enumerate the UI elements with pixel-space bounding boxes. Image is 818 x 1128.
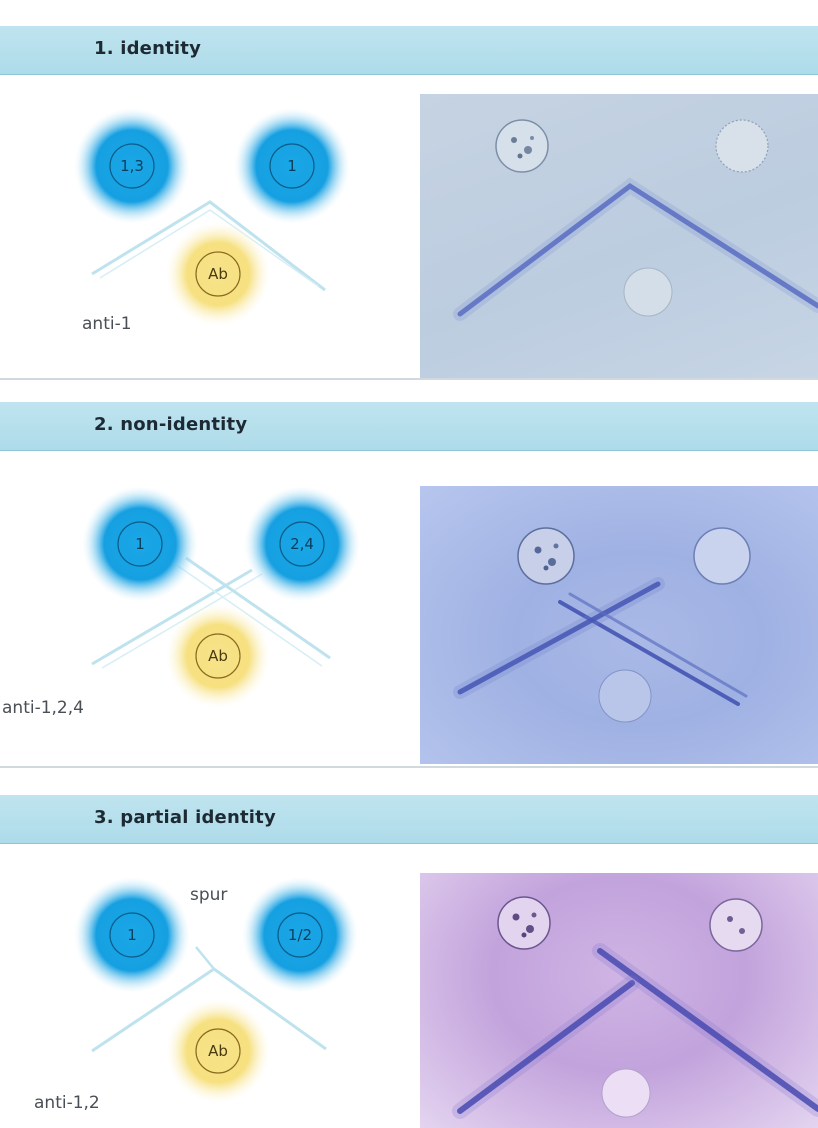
well-label: Ab — [208, 647, 228, 665]
panel-identity: 1. identity — [0, 0, 818, 380]
well-label: 1,3 — [120, 157, 144, 175]
well-label: 1 — [287, 157, 297, 175]
well-label: Ab — [208, 265, 228, 283]
antibody-label: anti-1,2,4 — [2, 698, 84, 718]
well-label: Ab — [208, 1042, 228, 1060]
spur-label: spur — [190, 885, 227, 905]
immunodiffusion-photo — [420, 486, 818, 764]
antigen-well-right: 1 — [234, 108, 350, 224]
divider — [0, 378, 818, 380]
panel-title: 1. identity — [94, 38, 201, 59]
antibody-well: Ab — [166, 999, 270, 1103]
antibody-label: anti-1,2 — [34, 1093, 100, 1113]
immunodiffusion-photo — [420, 94, 818, 380]
diffusion-schematic: 1 2,4 Ab anti-1,2,4 — [0, 482, 410, 768]
panel-header: 1. identity — [0, 26, 818, 75]
antibody-well: Ab — [166, 222, 270, 326]
diffusion-schematic: 1,3 1 Ab anti-1 — [0, 94, 410, 380]
panel-partial-identity: 3. partial identity 1 — [0, 777, 818, 1128]
antigen-well-left: 1,3 — [74, 108, 190, 224]
well-label: 1 — [127, 926, 137, 944]
spur-line — [196, 947, 214, 969]
well-label: 1/2 — [288, 926, 312, 944]
panel-title: 2. non-identity — [94, 414, 247, 435]
antigen-well-right: 2,4 — [244, 486, 360, 602]
divider — [0, 766, 818, 768]
antigen-well-right: 1/2 — [242, 877, 358, 993]
antigen-well-left: 1 — [82, 486, 198, 602]
antibody-label: anti-1 — [82, 314, 132, 334]
well-label: 1 — [135, 535, 145, 553]
panel-header: 2. non-identity — [0, 402, 818, 451]
antigen-well-left: 1 — [74, 877, 190, 993]
panel-header: 3. partial identity — [0, 795, 818, 844]
immunodiffusion-photo — [420, 873, 818, 1128]
panel-non-identity: 2. non-identity — [0, 388, 818, 768]
diffusion-schematic: 1 1/2 Ab spur anti-1,2 — [0, 873, 410, 1128]
well-label: 2,4 — [290, 535, 314, 553]
antibody-well: Ab — [166, 604, 270, 708]
panel-title: 3. partial identity — [94, 807, 276, 828]
